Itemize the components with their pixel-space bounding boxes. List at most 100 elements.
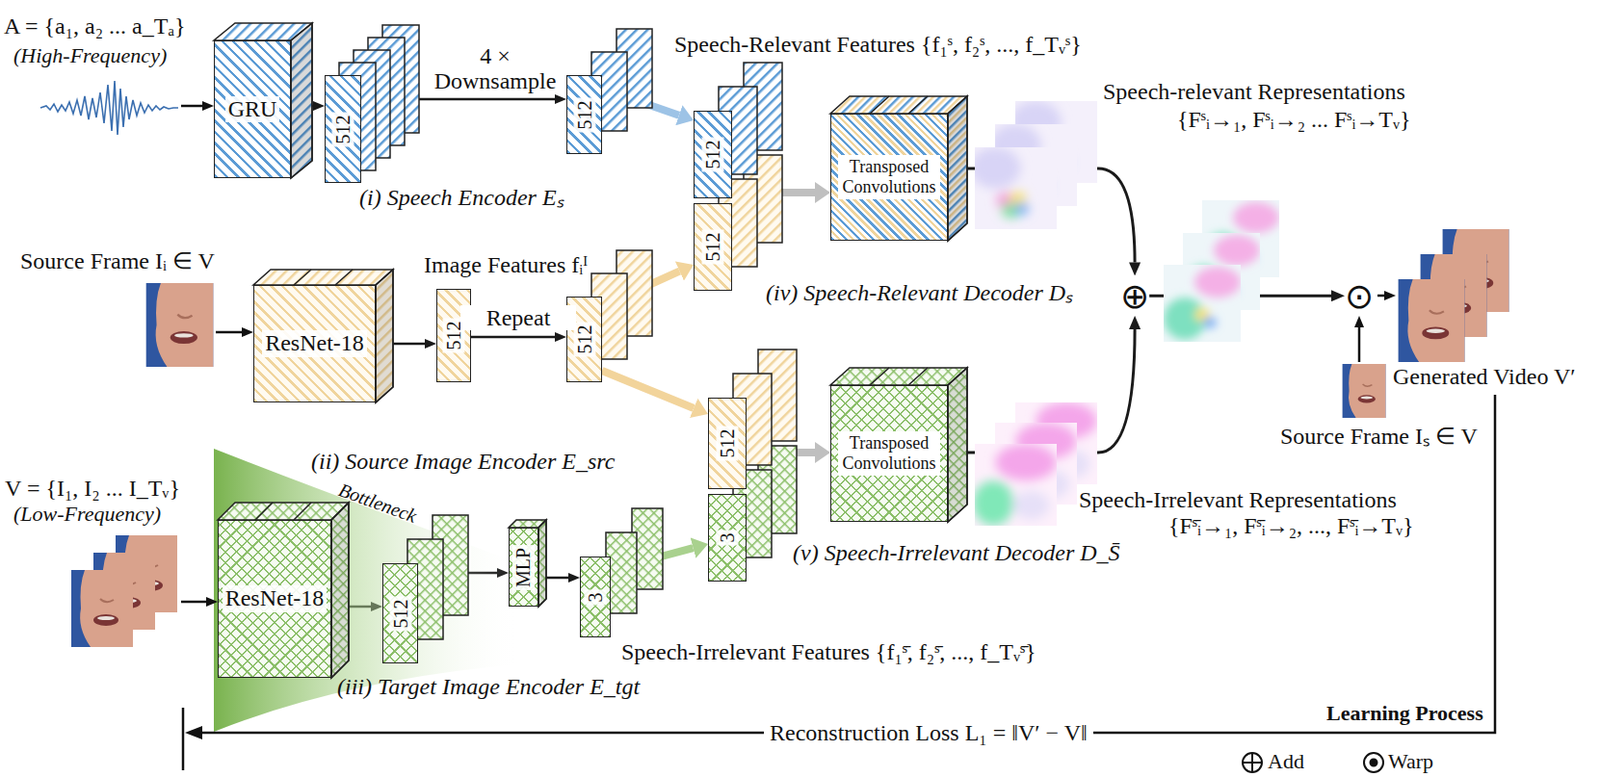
waveform xyxy=(40,80,179,135)
node-text: MLP xyxy=(512,544,535,590)
mlp-block: MLP xyxy=(508,527,539,607)
block-faces xyxy=(331,502,349,679)
feature-card: 512 xyxy=(436,288,472,383)
node-text: 512 xyxy=(573,97,596,132)
block-faces xyxy=(830,96,968,114)
face-images xyxy=(71,570,133,648)
input-arrows xyxy=(1358,327,1362,363)
feature-card: 3 xyxy=(579,556,611,638)
block-faces xyxy=(947,367,968,523)
legend-samples xyxy=(1363,753,1384,773)
text-label: (ii) Source Image Encoder E_src xyxy=(311,448,615,474)
text-label: Reconstruction Loss L₁ = ‖V′ − V‖ xyxy=(763,720,1094,746)
block-faces xyxy=(869,367,928,386)
text-label: (iii) Target Image Encoder E_tgt xyxy=(337,674,640,700)
resnet-block: ResNet-18 xyxy=(253,285,376,403)
legend-samples xyxy=(1242,753,1262,773)
feature-card: 512 xyxy=(324,75,362,184)
text-label: {Fˢᵢ→₁, Fˢᵢ→₂ ... Fˢᵢ→Tᵥ} xyxy=(1177,106,1412,132)
block-faces xyxy=(830,367,968,386)
block-faces xyxy=(375,269,394,403)
warp-operator: ⊙ xyxy=(1344,276,1374,316)
feature-card: 512 xyxy=(566,75,603,155)
node-text: ResNet-18 xyxy=(222,585,328,613)
face-images xyxy=(146,283,214,368)
input-arrows xyxy=(181,104,203,108)
block-faces xyxy=(375,269,394,403)
node-text: 512 xyxy=(702,137,725,173)
loss-bracket xyxy=(182,708,185,771)
node-text: 3 xyxy=(584,589,607,605)
edge-label: Repeat xyxy=(460,305,577,331)
flow-fields xyxy=(970,101,1280,526)
block-faces xyxy=(947,96,968,241)
block-faces xyxy=(290,23,313,179)
legend-text: Add xyxy=(1267,750,1305,774)
connector-arrow xyxy=(471,336,555,340)
text-label: Source Frame Iₛ ∈ V xyxy=(1280,423,1478,449)
feature-card: 512 xyxy=(382,563,419,664)
concat-features: 512 3 xyxy=(708,397,747,582)
feature-card: 3 xyxy=(708,494,747,582)
loss-bracket xyxy=(200,394,1496,734)
text-label: Speech-Irrelevant Features {f₁ˢ̄, f₂ˢ̄, … xyxy=(621,639,1037,665)
flow-fields xyxy=(972,444,1057,526)
loss-bracket xyxy=(183,394,1496,771)
waveform xyxy=(40,80,179,135)
node-text: 3 xyxy=(716,530,739,547)
block-faces xyxy=(253,269,394,286)
add-operator: ⊕ xyxy=(1120,276,1150,316)
concat-features: 512 512 xyxy=(693,110,733,291)
node-text: 512 xyxy=(716,426,739,462)
block-faces xyxy=(331,502,349,679)
legend-samples xyxy=(1242,753,1262,773)
node-text: ResNet-18 xyxy=(262,330,368,358)
node-text: GRU xyxy=(225,96,281,124)
flow-fields xyxy=(970,147,1057,230)
text-label: Learning Process xyxy=(1326,702,1484,726)
decoder-block: Transposed Convolutions xyxy=(830,385,948,523)
face-images xyxy=(1342,364,1387,419)
text-label: Image Features fᵢᴵ xyxy=(423,252,588,278)
flow-fields xyxy=(1163,264,1241,342)
text-label: Speech-Irrelevant Representations xyxy=(1078,487,1397,513)
block-faces xyxy=(213,23,968,679)
input-arrows xyxy=(1377,294,1385,298)
node-text: 512 xyxy=(573,322,596,358)
legend-samples xyxy=(1242,753,1384,773)
text-label: (i) Speech Encoder Eₛ xyxy=(359,184,564,210)
legend-samples xyxy=(1370,760,1378,767)
block-faces xyxy=(538,520,547,607)
connector-arrow xyxy=(602,370,694,409)
operator-symbol: ⊕ xyxy=(1120,276,1150,316)
block-faces xyxy=(947,367,968,523)
loss-bracket xyxy=(184,726,203,740)
block-faces xyxy=(947,96,968,241)
decoder-block: Transposed Convolutions xyxy=(830,113,948,241)
gru-block: GRU xyxy=(213,40,291,179)
edge-label: 4 × Downsample xyxy=(427,43,563,95)
text-label: (Low-Frequency) xyxy=(13,502,161,526)
block-faces xyxy=(869,96,928,114)
feature-card: 512 xyxy=(693,110,733,199)
face-images xyxy=(1398,279,1466,363)
text-label: Speech-relevant Representations xyxy=(1102,78,1406,105)
text-label: (v) Speech-Irrelevant Decoder D_S̄ xyxy=(792,540,1121,566)
text-label: V = {I₁, I₂ ... I_Tᵥ} xyxy=(4,475,181,501)
input-arrows xyxy=(181,601,207,604)
block-faces xyxy=(217,502,349,521)
node-text: 512 xyxy=(389,596,412,631)
block-faces xyxy=(538,520,547,607)
text-label: {Fˢ̄ᵢ→₁, Fˢ̄ᵢ→₂, ..., Fˢ̄ᵢ→Tᵥ} xyxy=(1168,513,1415,539)
text-label: (High-Frequency) xyxy=(13,44,167,68)
node-text: 512 xyxy=(702,230,725,265)
node-text: Transposed Convolutions xyxy=(838,155,941,199)
feature-card: 512 xyxy=(708,397,747,490)
resnet-block: ResNet-18 xyxy=(217,520,332,679)
block-faces xyxy=(293,269,353,286)
legend-text: Warp xyxy=(1388,750,1434,774)
text-label: Generated Video V′ xyxy=(1392,364,1576,390)
text-label: Source Frame Iᵢ ∈ V xyxy=(20,248,215,274)
input-arrows xyxy=(215,331,242,335)
